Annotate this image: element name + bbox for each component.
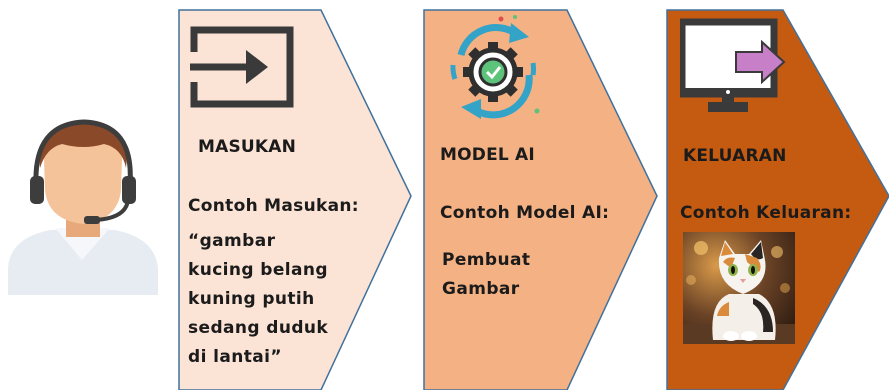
monitor-output-icon bbox=[680, 18, 786, 112]
gear-cycle-icon bbox=[450, 15, 540, 119]
step-keluaran-heading: KELUARAN bbox=[683, 146, 787, 166]
step-masukan-example-text: “gambar kucing belang kuning putih sedan… bbox=[188, 231, 329, 367]
step-masukan-heading: MASUKAN bbox=[198, 137, 297, 157]
step-masukan-example-label: Contoh Masukan: bbox=[188, 196, 359, 216]
headset-user-icon bbox=[8, 119, 158, 295]
step-model-ai-example-label: Contoh Model AI: bbox=[440, 203, 610, 223]
step-model-ai-heading: MODEL AI bbox=[440, 145, 535, 165]
input-arrow-icon bbox=[190, 26, 294, 108]
step-model-ai-example-text: Pembuat Gambar bbox=[442, 250, 531, 299]
cat-photo bbox=[683, 232, 795, 344]
step-keluaran-example-label: Contoh Keluaran: bbox=[680, 203, 852, 223]
